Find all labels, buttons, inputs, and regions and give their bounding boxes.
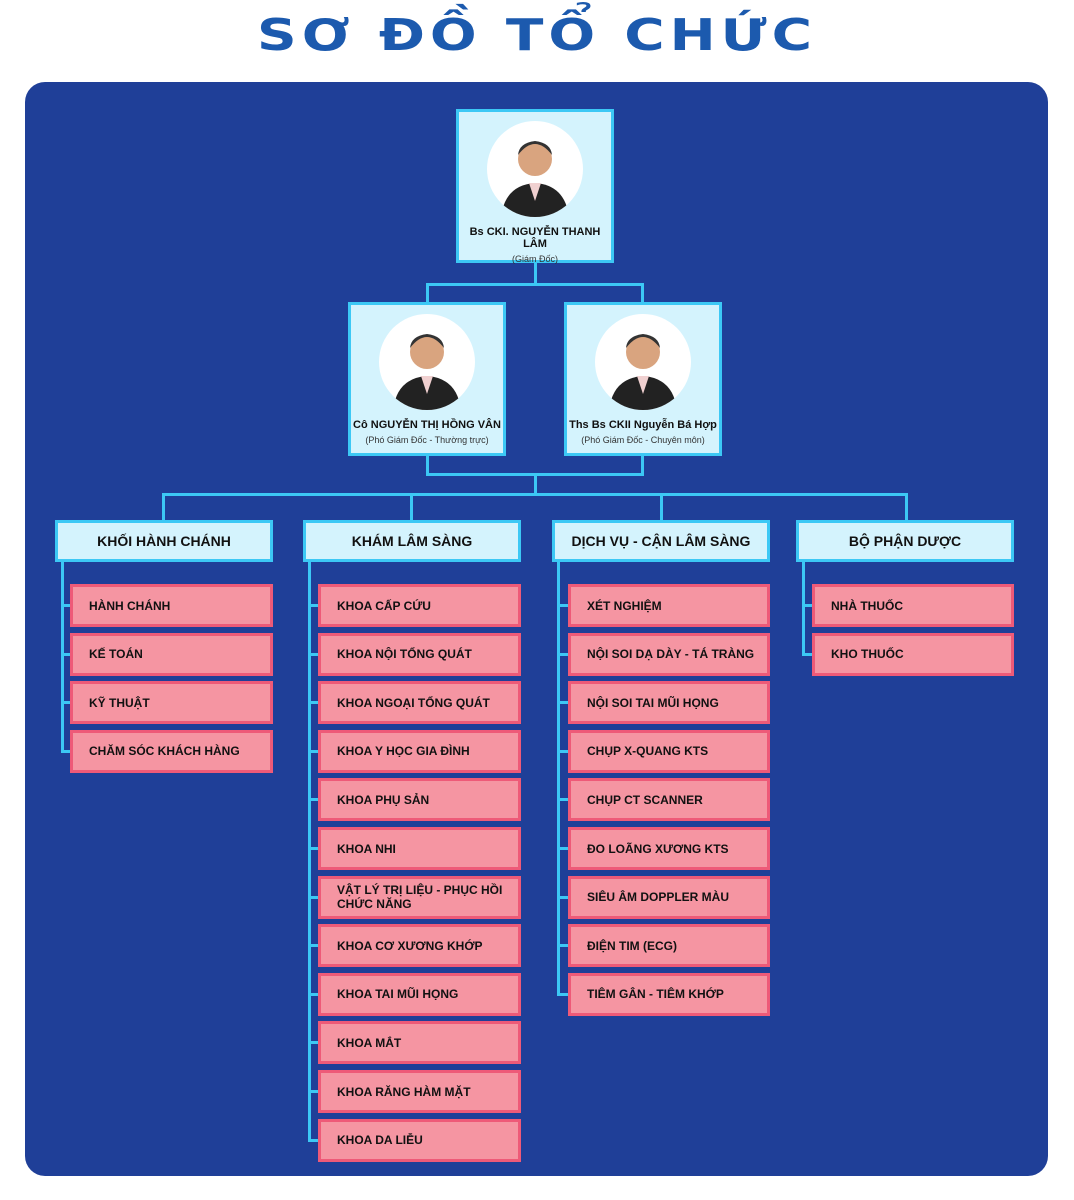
connector-line — [557, 604, 568, 607]
connector-line — [802, 604, 812, 607]
department-unit: KHOA CẤP CỨU — [318, 584, 521, 627]
connector-line — [61, 562, 64, 753]
page-title: SƠ ĐỒ TỔ CHỨC — [257, 10, 817, 61]
department-unit: CHĂM SÓC KHÁCH HÀNG — [70, 729, 273, 773]
department-unit: NỘI SOI TAI MŨI HỌNG — [568, 681, 770, 725]
person-role: (Phó Giám Đốc - Thường trực) — [365, 435, 489, 445]
connector-line — [557, 749, 568, 753]
department-header: DỊCH VỤ - CẬN LÂM SÀNG — [552, 520, 770, 562]
connector-line — [308, 562, 311, 1142]
department-unit: KHOA TAI MŨI HỌNG — [318, 972, 521, 1016]
connector-line — [557, 944, 568, 948]
portrait-photo — [487, 121, 583, 217]
connector-line — [905, 493, 908, 521]
connector-line — [308, 701, 318, 705]
department-unit: KHOA NHI — [318, 827, 521, 870]
connector-line — [308, 749, 318, 753]
connector-line — [557, 562, 560, 996]
department-unit: KẾ TOÁN — [70, 632, 273, 676]
department-unit: ĐIỆN TIM (ECG) — [568, 924, 770, 968]
department-unit: KHOA NGOẠI TỔNG QUÁT — [318, 681, 521, 725]
connector-line — [61, 701, 70, 705]
connector-line — [557, 895, 568, 899]
department-unit: KHO THUỐC — [812, 632, 1014, 676]
person-name: Bs CKI. NGUYỄN THANH LÂM — [469, 226, 601, 250]
connector-line — [426, 455, 429, 475]
department-unit: NỘI SOI DẠ DÀY - TÁ TRÀNG — [568, 632, 770, 676]
department-unit: KỸ THUẬT — [70, 681, 273, 725]
department-header: KHỐI HÀNH CHÁNH — [55, 520, 273, 562]
connector-line — [557, 652, 568, 656]
portrait-photo — [379, 314, 475, 410]
connector-line — [641, 283, 644, 303]
person-role: (Giám Đốc) — [511, 254, 558, 264]
department-unit: SIÊU ÂM DOPPLER MÀU — [568, 875, 770, 919]
department-unit: NHÀ THUỐC — [812, 584, 1014, 627]
department-header: BỘ PHẬN DƯỢC — [796, 520, 1014, 562]
connector-line — [308, 604, 318, 607]
portrait-photo — [595, 314, 691, 410]
deputy-card: Cô NGUYỄN THỊ HỒNG VÂN (Phó Giám Đốc - Th… — [348, 302, 506, 456]
connector-line — [61, 749, 70, 753]
department-unit: VẬT LÝ TRỊ LIỆU - PHỤC HỒI CHỨC NĂNG — [318, 875, 521, 919]
connector-line — [641, 455, 644, 475]
person-role: (Phó Giám Đốc - Chuyên môn) — [581, 435, 705, 445]
department-unit: KHOA RĂNG HÀM MẶT — [318, 1070, 521, 1113]
connector-line — [308, 895, 318, 899]
connector-line — [308, 944, 318, 948]
connector-line — [802, 652, 812, 656]
deputy-card: Ths Bs CKII Nguyễn Bá Hợp (Phó Giám Đốc -… — [564, 302, 722, 456]
person-name: Ths Bs CKII Nguyễn Bá Hợp — [569, 419, 717, 431]
connector-line — [426, 283, 429, 303]
department-unit: KHOA MẮT — [318, 1021, 521, 1065]
connector-line — [308, 847, 318, 850]
connector-line — [61, 652, 70, 656]
connector-line — [308, 798, 318, 802]
connector-line — [308, 1041, 318, 1045]
connector-line — [308, 652, 318, 656]
department-unit: KHOA PHỤ SẢN — [318, 778, 521, 822]
department-unit: XÉT NGHIỆM — [568, 584, 770, 627]
connector-line — [557, 798, 568, 802]
connector-line — [162, 493, 907, 496]
connector-line — [426, 283, 644, 286]
connector-line — [534, 473, 537, 495]
department-header: KHÁM LÂM SÀNG — [303, 520, 521, 562]
department-unit: ĐO LOÃNG XƯƠNG KTS — [568, 827, 770, 870]
connector-line — [534, 262, 537, 284]
connector-line — [61, 604, 70, 607]
department-unit: HÀNH CHÁNH — [70, 584, 273, 627]
person-name: Cô NGUYỄN THỊ HỒNG VÂN — [353, 419, 501, 431]
connector-line — [162, 493, 165, 521]
connector-line — [308, 1090, 318, 1093]
connector-line — [557, 992, 568, 996]
department-unit: KHOA Y HỌC GIA ĐÌNH — [318, 729, 521, 773]
connector-line — [660, 493, 663, 521]
connector-line — [308, 992, 318, 996]
department-unit: KHOA NỘI TỔNG QUÁT — [318, 632, 521, 676]
department-unit: CHỤP CT SCANNER — [568, 778, 770, 822]
connector-line — [410, 493, 413, 521]
connector-line — [308, 1138, 318, 1142]
department-unit: CHỤP X-QUANG KTS — [568, 729, 770, 773]
connector-line — [802, 562, 805, 656]
connector-line — [557, 701, 568, 705]
director-card: Bs CKI. NGUYỄN THANH LÂM (Giám Đốc) — [456, 109, 614, 264]
department-unit: TIÊM GÂN - TIÊM KHỚP — [568, 972, 770, 1016]
connector-line — [557, 847, 568, 850]
department-unit: KHOA CƠ XƯƠNG KHỚP — [318, 924, 521, 968]
department-unit: KHOA DA LIỄU — [318, 1118, 521, 1162]
